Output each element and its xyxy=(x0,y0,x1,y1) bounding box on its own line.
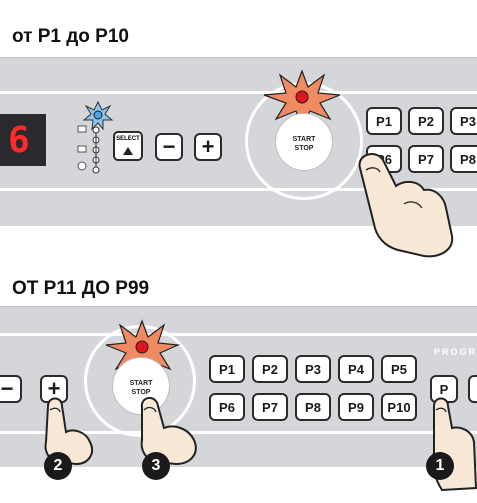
program-button-p7[interactable]: P7 xyxy=(252,393,288,421)
program-button-p1[interactable]: P1 xyxy=(366,107,402,135)
program-button-p9[interactable]: P9 xyxy=(338,393,374,421)
section-title-p11-p99: ОТ P11 ДО P99 xyxy=(12,278,150,299)
select-label: SELECT xyxy=(116,136,140,142)
program-group-label: PROGR xyxy=(434,347,477,357)
program-button-p7[interactable]: P7 xyxy=(408,145,444,173)
select-arrow-icon xyxy=(123,147,133,155)
minus-button[interactable]: − xyxy=(155,133,183,161)
program-button-p8[interactable]: P8 xyxy=(295,393,331,421)
cycle-indicators xyxy=(77,100,114,174)
program-button-p6[interactable]: P6 xyxy=(209,393,245,421)
panel-stripe xyxy=(0,91,477,94)
program-button-p5[interactable]: P5 xyxy=(381,355,417,383)
section-title-p1-p10: от P1 до P10 xyxy=(12,26,129,47)
program-selector-button-2[interactable] xyxy=(468,375,477,403)
program-button-p3[interactable]: P3 xyxy=(450,107,477,135)
program-button-p1[interactable]: P1 xyxy=(209,355,245,383)
program-button-p10[interactable]: P10 xyxy=(381,393,417,421)
digital-display: 6 xyxy=(0,114,46,166)
minus-button[interactable]: − xyxy=(0,375,22,403)
select-button[interactable]: SELECT xyxy=(113,131,143,161)
program-button-p3[interactable]: P3 xyxy=(295,355,331,383)
program-button-p8[interactable]: P8 xyxy=(450,145,477,173)
plus-button[interactable]: + xyxy=(194,133,222,161)
pointing-finger-icon xyxy=(358,153,454,258)
panel-stripe xyxy=(0,333,477,336)
flash-icon xyxy=(263,69,341,129)
program-button-p2[interactable]: P2 xyxy=(408,107,444,135)
pointing-finger-icon xyxy=(432,397,477,492)
display-digit: 6 xyxy=(8,120,30,161)
step-badge-3: 3 xyxy=(142,452,170,480)
panel-stripe xyxy=(0,188,477,191)
program-button-p4[interactable]: P4 xyxy=(338,355,374,383)
program-button-p2[interactable]: P2 xyxy=(252,355,288,383)
panel-stripe xyxy=(0,431,477,434)
start-stop-button[interactable]: START STOP xyxy=(275,113,333,171)
step-badge-2: 2 xyxy=(44,452,72,480)
step-badge-1: 1 xyxy=(426,452,454,480)
control-panel-1: 6 SELECT − + START STOP P1 P2 P3 P6 P7 xyxy=(0,57,477,226)
